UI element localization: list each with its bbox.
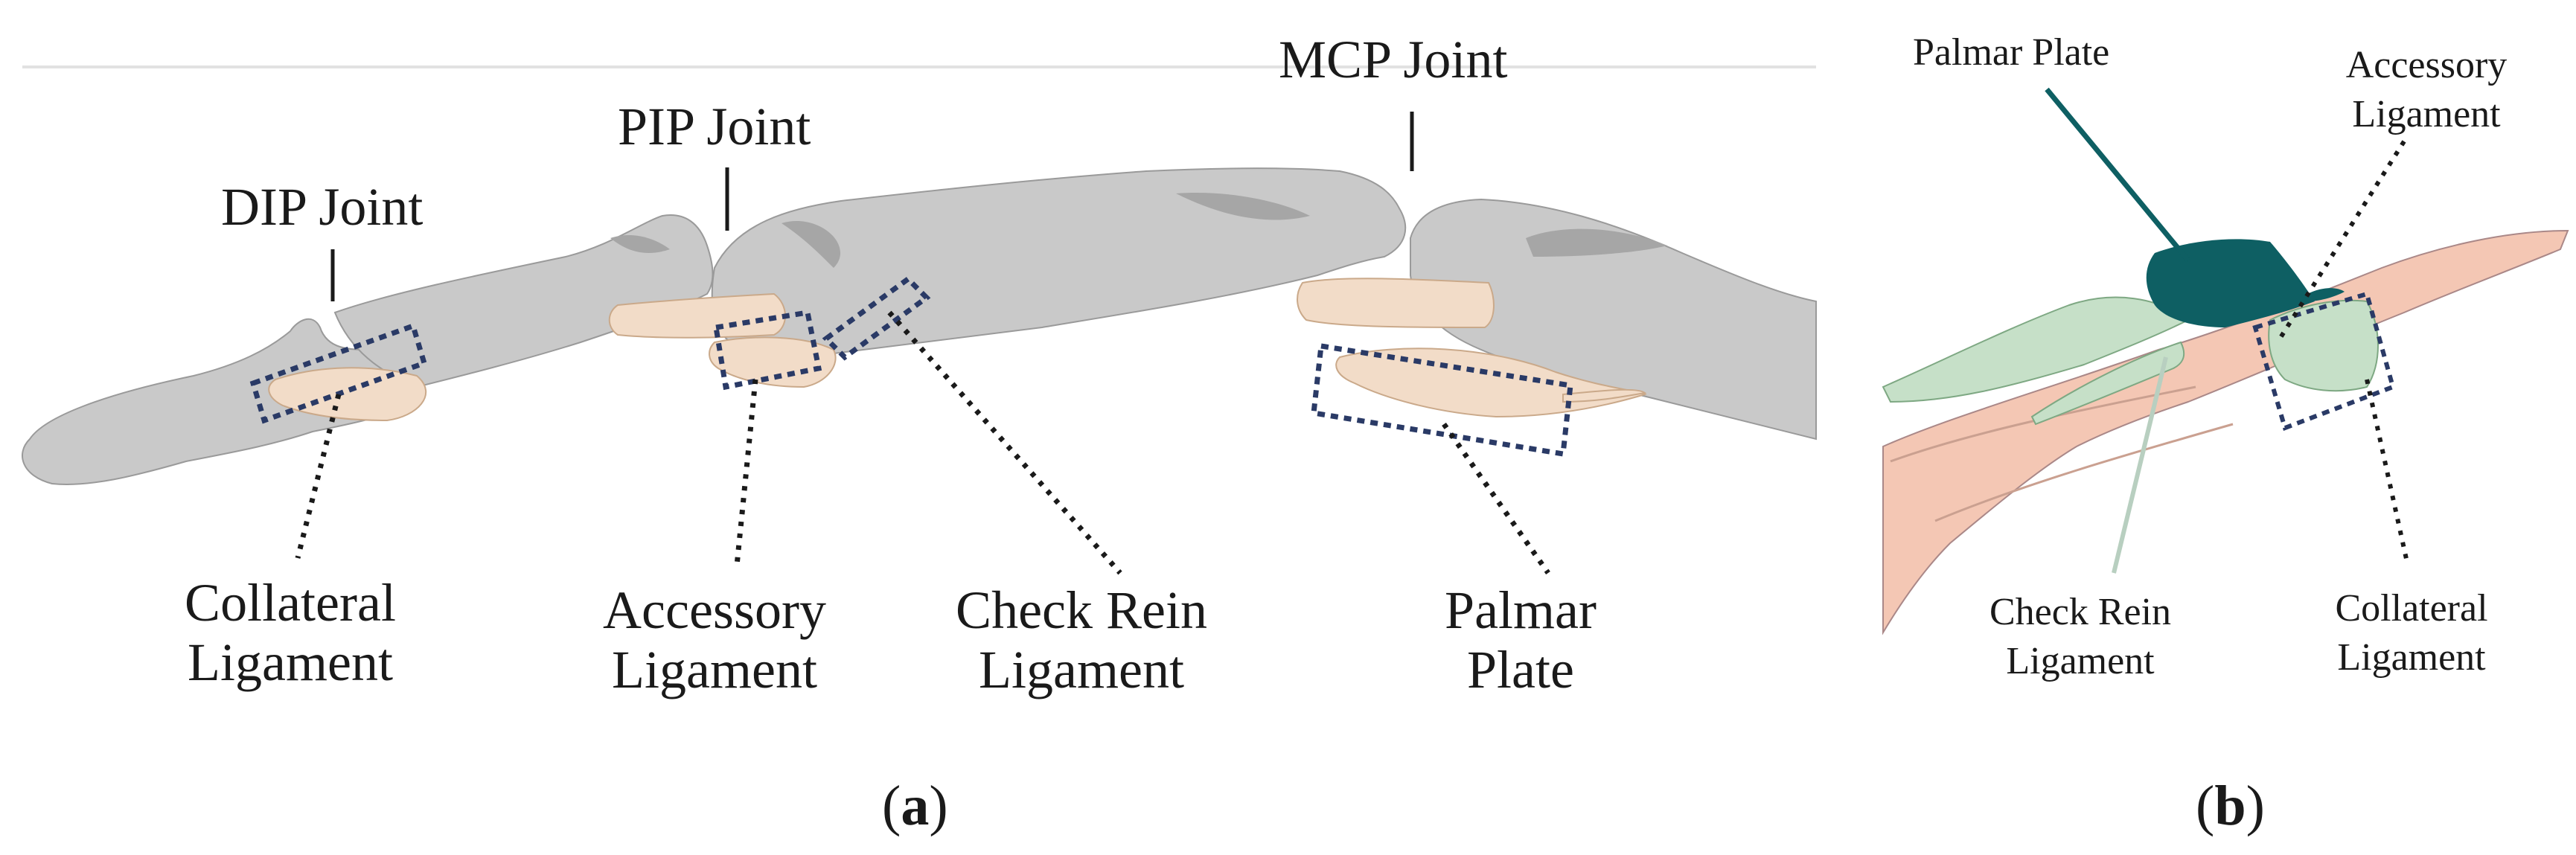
caption-b-letter: b xyxy=(2214,775,2246,837)
line-collateral-b xyxy=(2365,379,2410,566)
bone-shading xyxy=(1526,228,1667,257)
ligament-mcp xyxy=(1297,278,1495,329)
label-collateral-ligament-b: Collateral Ligament xyxy=(2335,587,2488,679)
palmar-plate-tail xyxy=(1562,388,1647,403)
label-mcp-joint: MCP Joint xyxy=(1279,30,1508,89)
label-dip-joint: DIP Joint xyxy=(221,177,424,237)
ligament-pip-collateral xyxy=(608,292,786,339)
skin-inner-line xyxy=(1934,423,2234,522)
dotted-accessory xyxy=(734,379,758,566)
dotted-check-rein xyxy=(887,310,1122,575)
palmar-plate-b xyxy=(2146,239,2315,327)
label-palmar-plate-b: Palmar Plate xyxy=(1913,31,2110,74)
finger-bones xyxy=(22,167,1817,485)
proximal-phalanx xyxy=(711,167,1407,359)
leader-lines-a xyxy=(295,112,1550,575)
bone-shading xyxy=(1176,193,1310,220)
label-accessory-ligament-b: Accessory Ligament xyxy=(2345,44,2508,135)
label-palmar-plate-a: Palmar Plate xyxy=(1445,580,1597,699)
label-check-rein-ligament-b: Check Rein Ligament xyxy=(1989,591,2172,682)
box-collateral-ligament xyxy=(249,322,428,424)
box-check-rein-ligament xyxy=(822,275,931,361)
dotted-collateral xyxy=(295,394,342,559)
collateral-ligament-b xyxy=(2268,299,2379,392)
line-check-rein-b xyxy=(2112,356,2168,574)
caption-a: (a) xyxy=(882,775,948,837)
caption-b: (b) xyxy=(2196,775,2265,837)
label-pip-joint: PIP Joint xyxy=(618,97,811,156)
bone-shading xyxy=(610,234,670,253)
label-collateral-ligament-a: Collateral Ligament xyxy=(185,573,396,692)
skin-inner-line xyxy=(1890,385,2196,463)
box-accessory-ligament xyxy=(712,310,822,391)
caption-a-letter: a xyxy=(901,775,930,837)
line-palmar-plate-b xyxy=(2045,87,2190,263)
ligament-dip xyxy=(268,367,427,422)
box-collateral-ligament-b xyxy=(2252,291,2396,431)
panel-b-illustration xyxy=(1882,87,2569,635)
bone-shading xyxy=(782,221,841,268)
box-palmar-plate xyxy=(1311,342,1573,458)
label-accessory-ligament-a: Accessory Ligament xyxy=(603,580,826,699)
check-rein-ligament-b2 xyxy=(2030,341,2185,426)
callout-boxes-a xyxy=(249,275,1573,458)
label-check-rein-ligament-a: Check Rein Ligament xyxy=(956,580,1207,699)
ligament-pip-accessory xyxy=(709,336,837,388)
line-accessory-b xyxy=(2275,140,2406,344)
ligaments-a xyxy=(268,278,1647,422)
palmar-plate-tip xyxy=(2307,288,2345,301)
metacarpal xyxy=(1410,198,1817,441)
